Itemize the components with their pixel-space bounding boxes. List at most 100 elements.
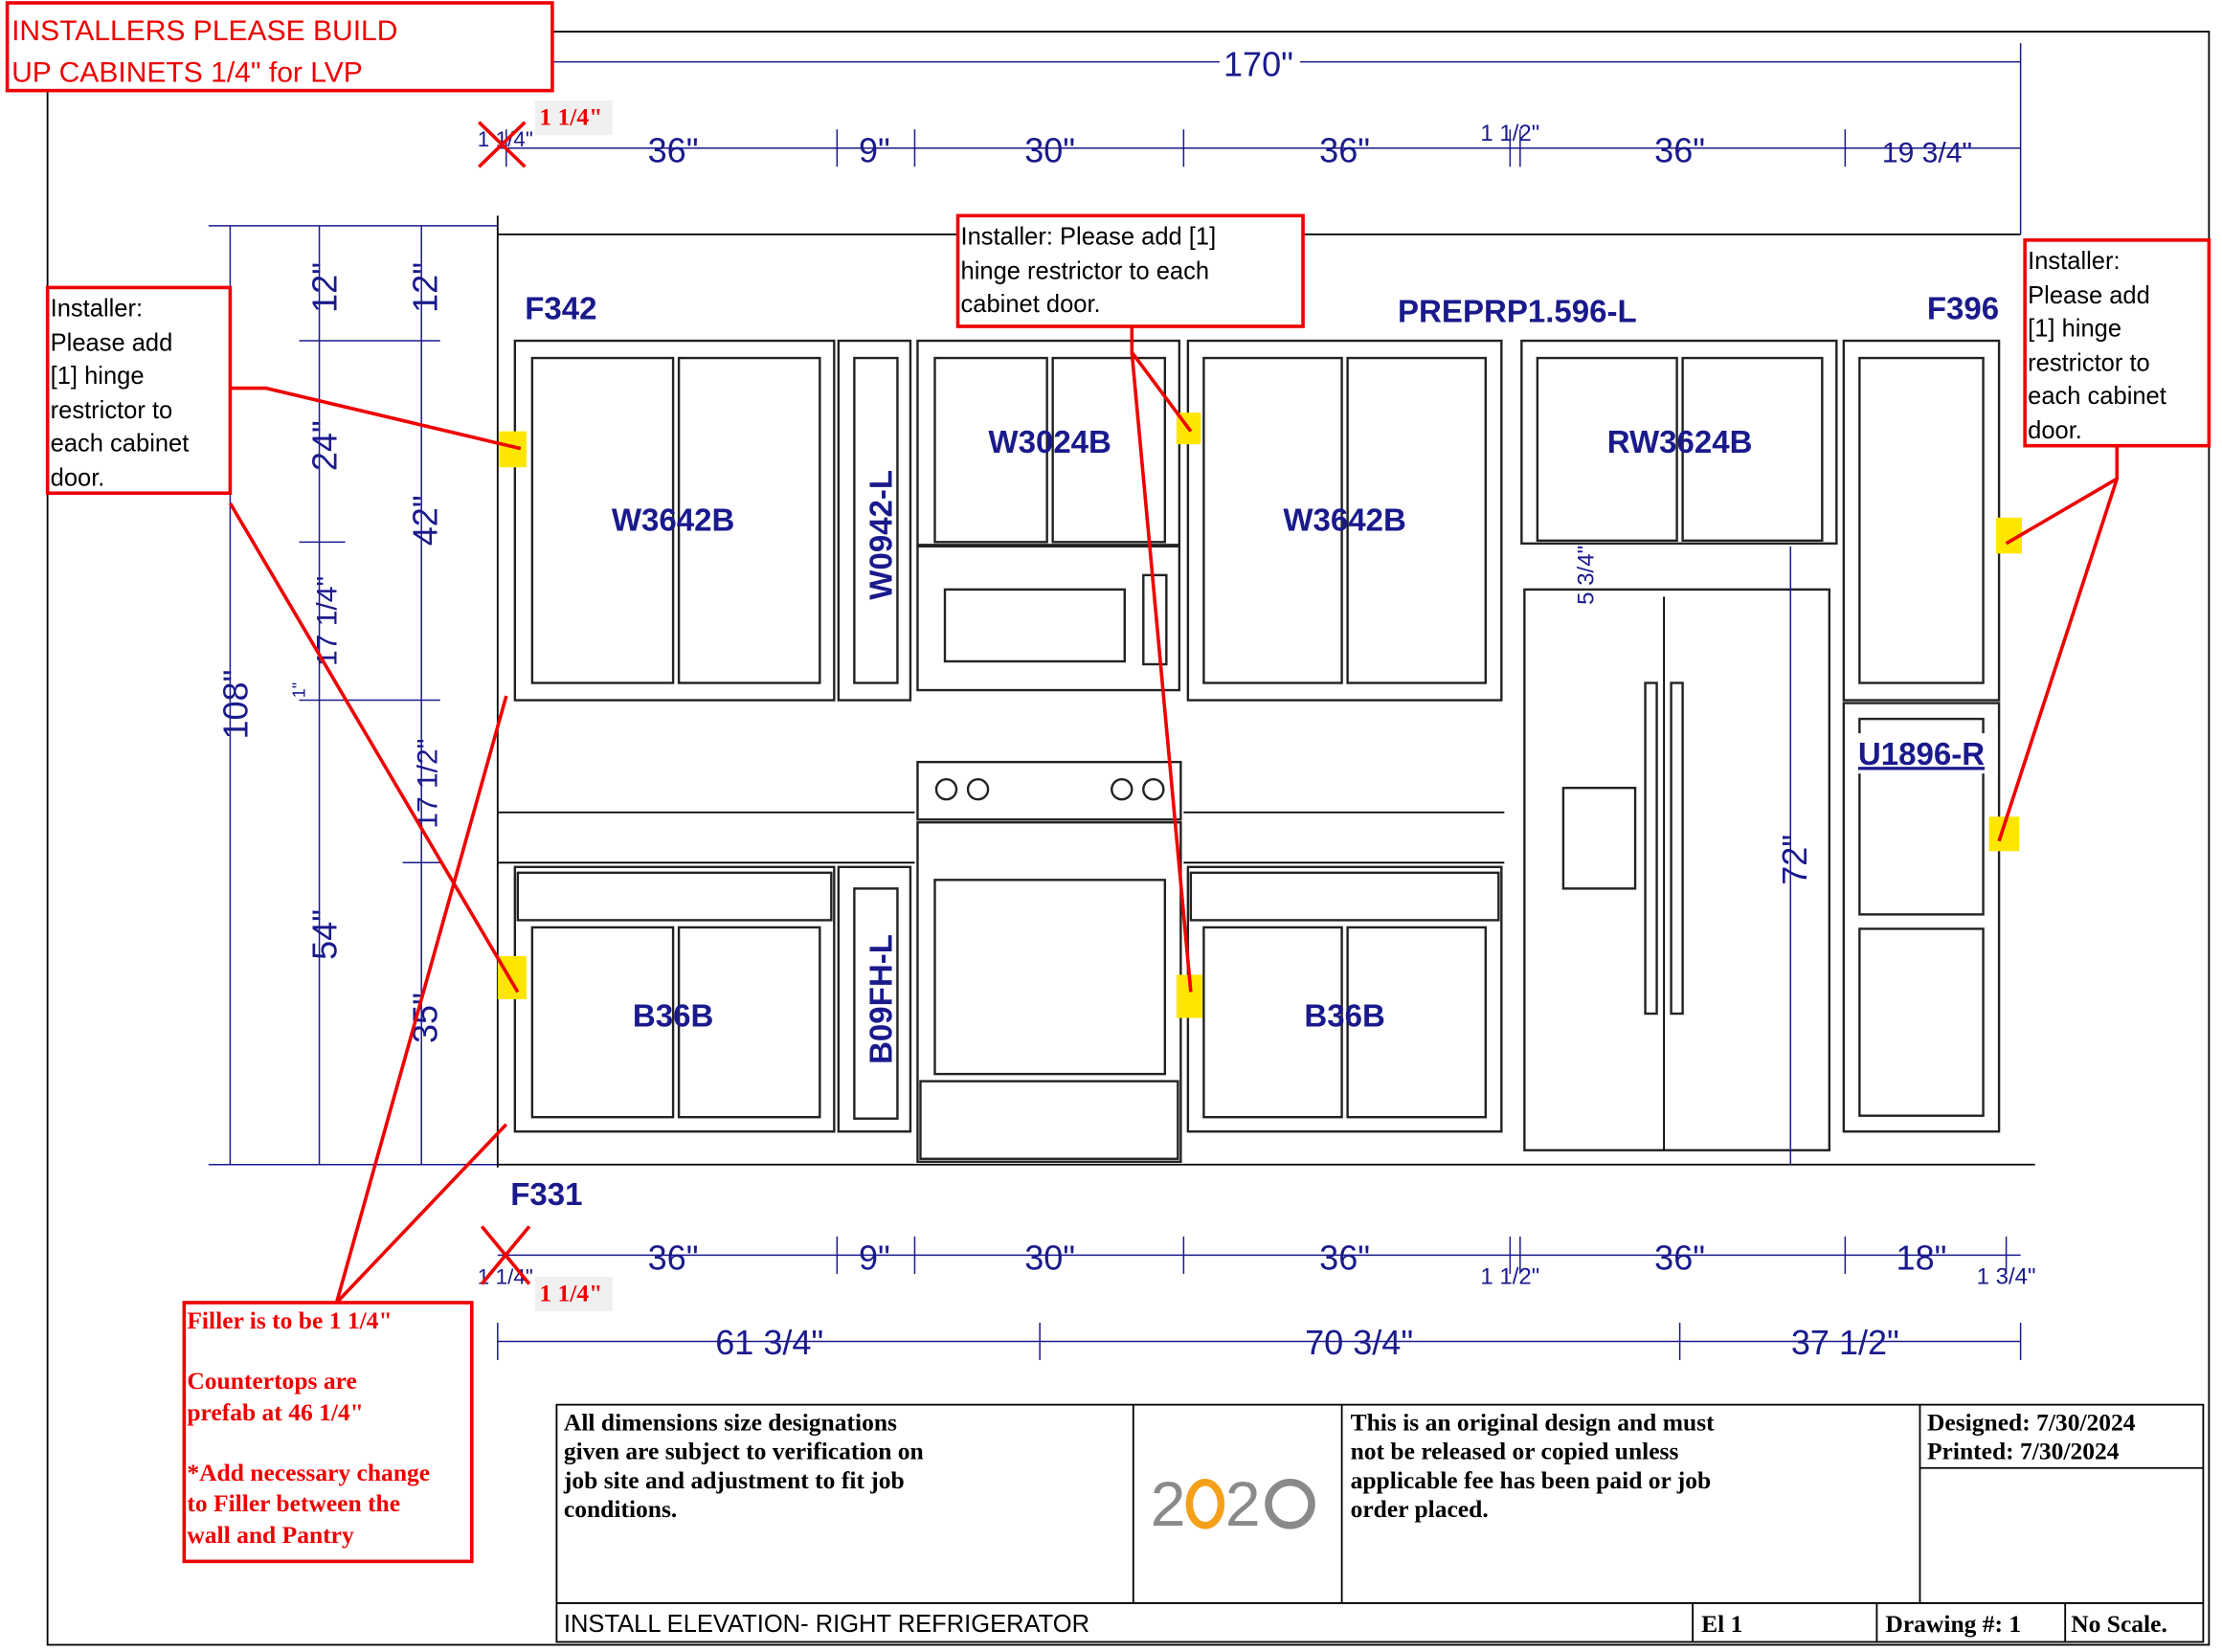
note-left-line: restrictor to xyxy=(51,397,173,424)
base-cabinet-b36b-right[interactable]: B36B xyxy=(1186,865,1503,1133)
dim-top-7: 36" xyxy=(1654,131,1705,170)
label-f331: F331 xyxy=(510,1177,582,1213)
copyright-line: This is an original design and must xyxy=(1351,1409,1716,1437)
note-right-line: Please add xyxy=(2028,282,2150,309)
note-right-line: each cabinet xyxy=(2028,383,2166,410)
designed-date: Designed: 7/30/2024 xyxy=(1927,1409,2136,1437)
dim-bottom2-2: 70 3/4" xyxy=(1305,1323,1413,1362)
room-lines xyxy=(496,215,2035,1168)
dim-bottom-4: 30" xyxy=(1024,1238,1075,1277)
dim-top-2: 36" xyxy=(648,131,699,170)
base-cabinet-b36b-left[interactable]: B36B xyxy=(513,865,836,1133)
dim-fridge-gap: 5 3/4" xyxy=(1573,546,1599,605)
strike-x-icon xyxy=(480,1225,531,1285)
label-f396: F396 xyxy=(1927,291,1999,326)
label-b36b-right: B36B xyxy=(1304,999,1384,1035)
note-left-line: [1] hinge xyxy=(51,363,145,390)
scale-note: No Scale. xyxy=(2071,1610,2167,1638)
dim-left-b-2: 42" xyxy=(406,495,445,546)
copyright-line: not be released or copied unless xyxy=(1351,1438,1679,1465)
dim-top-4: 30" xyxy=(1024,131,1075,170)
note-left-line: door. xyxy=(51,465,105,492)
label-w3642b-right: W3642B xyxy=(1283,502,1406,538)
base-filler-b09fh[interactable]: B09FH-L xyxy=(837,865,912,1133)
note-right-line: [1] hinge xyxy=(2028,316,2121,343)
disclaimer-line: All dimensions size designations xyxy=(564,1409,897,1437)
drawing-number: Drawing #: 1 xyxy=(1885,1610,2021,1638)
svg-text:Installer: Please add: Installer: Please add [1] hinge restrict… xyxy=(2028,248,2173,444)
dim-left-a-1: 12" xyxy=(305,262,345,313)
label-b09fh: B09FH-L xyxy=(864,934,899,1064)
note-filler-line: Countertops are xyxy=(187,1367,356,1395)
lvp-banner: INSTALLERS PLEASE BUILD UP CABINETS 1/4"… xyxy=(5,1,554,93)
logo-2020: 2 2 xyxy=(1151,1469,1315,1540)
note-filler-line: prefab at 46 1/4" xyxy=(187,1398,364,1426)
annotation-arrows xyxy=(228,325,2120,1305)
note-right-line: door. xyxy=(2028,417,2082,444)
label-u1896: U1896-R xyxy=(1858,737,1985,772)
upper-cabinet-w3642b-left[interactable]: W3642B xyxy=(513,339,836,702)
disclaimer-line: job site and adjustment to fit job xyxy=(563,1466,905,1494)
note-left: Installer: Please add [1] hinge restrict… xyxy=(45,285,233,496)
label-rw3624b: RW3624B xyxy=(1607,425,1753,460)
elevation-number: El 1 xyxy=(1701,1610,1742,1638)
dim-bottom-2: 36" xyxy=(648,1238,699,1277)
label-w0942: W0942-L xyxy=(864,470,899,600)
title-block: All dimensions size designations given a… xyxy=(555,1403,2205,1643)
upper-cabinet-rw3624b[interactable]: RW3624B xyxy=(1520,339,1838,546)
dim-top-3: 9" xyxy=(859,131,890,170)
dim-bottom2-3: 37 1/2" xyxy=(1791,1323,1899,1362)
upper-cabinet-w3642b-right[interactable]: W3642B xyxy=(1186,339,1503,702)
disclaimer-line: conditions. xyxy=(564,1495,677,1523)
svg-text:2: 2 xyxy=(1225,1469,1261,1540)
label-w3642b-left: W3642B xyxy=(612,502,735,538)
dim-left-a-2: 24" xyxy=(305,420,345,471)
strike-x-icon xyxy=(478,121,527,168)
dim-bottom-5: 36" xyxy=(1319,1238,1370,1277)
correction-top: 1 1/4" xyxy=(539,103,602,131)
dim-left-outer: 108" xyxy=(215,670,255,740)
microwave xyxy=(916,545,1181,692)
dim-bottom2-1: 61 3/4" xyxy=(715,1323,823,1362)
note-right: Installer: Please add [1] hinge restrict… xyxy=(2023,238,2211,448)
refrigerator: 72" 5 3/4" xyxy=(1523,546,1831,1165)
label-f342: F342 xyxy=(525,291,596,326)
note-right-line: Installer: xyxy=(2028,248,2120,275)
note-right-line: restrictor to xyxy=(2028,350,2150,377)
dim-top-8: 19 3/4" xyxy=(1882,138,1972,169)
dim-top-6: 1 1/2" xyxy=(1480,121,1539,146)
dim-left-b-3: 17 1/2" xyxy=(413,739,444,829)
upper-cabinet-w0942[interactable]: W0942-L xyxy=(837,339,912,702)
note-left-line: Please add xyxy=(51,330,173,357)
note-left-line: Installer: xyxy=(51,295,143,322)
top-dimensions: 170" 1 1/4" 36" 9" 30" 36" 1 1/2" 36" 19… xyxy=(478,43,2022,234)
dim-bottom-3: 9" xyxy=(859,1238,890,1277)
dim-bottom-9: 1 3/4" xyxy=(1977,1263,2036,1289)
dim-overall: 170" xyxy=(1223,45,1293,84)
upper-cabinet-w3024b[interactable]: W3024B xyxy=(916,339,1181,547)
dim-left-a-4: 1" xyxy=(290,682,309,698)
note-center-line: cabinet door. xyxy=(961,291,1101,318)
svg-text:All dimensions size designati: All dimensions size designations given a… xyxy=(563,1409,930,1523)
pantry-u1896[interactable]: U1896-R xyxy=(1842,339,2001,1133)
svg-text:Filler is to be 1 1/4" C: Filler is to be 1 1/4" Countertops are p… xyxy=(187,1306,436,1549)
note-center-line: Installer: Please add [1] xyxy=(961,223,1217,250)
dim-left-b-1: 12" xyxy=(406,262,445,313)
note-center: Installer: Please add [1] hinge restrict… xyxy=(955,213,1305,328)
note-filler-line: *Add necessary change xyxy=(187,1459,430,1486)
svg-text:2: 2 xyxy=(1151,1469,1186,1540)
correction-bottom: 1 1/4" xyxy=(539,1279,602,1306)
note-filler: Filler is to be 1 1/4" Countertops are p… xyxy=(182,1301,474,1564)
range xyxy=(916,760,1182,1163)
note-filler-line: to Filler between the xyxy=(187,1489,400,1517)
label-preprp: PREPRP1.596-L xyxy=(1398,294,1637,329)
note-center-line: hinge restrictor to each xyxy=(961,257,1210,284)
label-b36b-left: B36B xyxy=(633,999,713,1035)
svg-text:Installer: Please add: Installer: Please add [1] hinge restrict… xyxy=(51,295,196,491)
disclaimer-line: given are subject to verification on xyxy=(564,1438,924,1465)
label-w3024b: W3024B xyxy=(988,425,1111,460)
printed-date: Printed: 7/30/2024 xyxy=(1927,1438,2120,1465)
copyright-line: order placed. xyxy=(1351,1495,1489,1523)
dim-left-a-5: 54" xyxy=(305,909,345,960)
dim-bottom-6: 1 1/2" xyxy=(1480,1263,1539,1289)
